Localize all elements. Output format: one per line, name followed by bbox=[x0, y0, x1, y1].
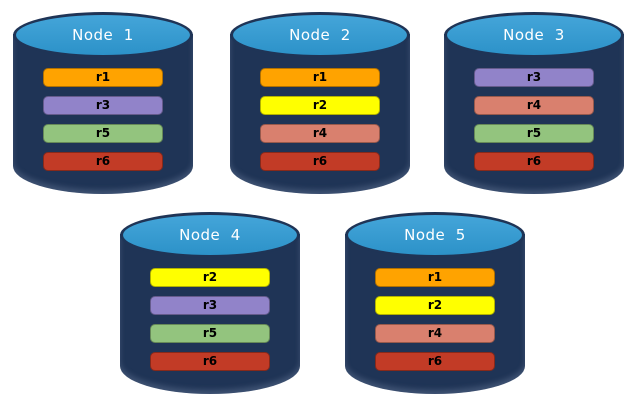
replica-bar: r6 bbox=[43, 152, 163, 171]
cylinder-top: Node 2 bbox=[230, 12, 410, 58]
replica-bar: r6 bbox=[375, 352, 495, 371]
node-title: Node 2 bbox=[289, 26, 351, 44]
replica-bar: r3 bbox=[43, 96, 163, 115]
cylinder-top: Node 5 bbox=[345, 212, 525, 258]
replica-bar: r1 bbox=[260, 68, 380, 87]
replica-bar: r4 bbox=[260, 124, 380, 143]
replica-list: r2 r3 r5 r6 bbox=[150, 268, 270, 371]
node-title: Node 5 bbox=[404, 226, 466, 244]
replica-bar: r4 bbox=[375, 324, 495, 343]
replica-bar: r6 bbox=[150, 352, 270, 371]
node-title: Node 4 bbox=[179, 226, 241, 244]
replica-bar: r5 bbox=[474, 124, 594, 143]
cylinder-top: Node 3 bbox=[444, 12, 624, 58]
replica-bar: r5 bbox=[43, 124, 163, 143]
node-title: Node 3 bbox=[503, 26, 565, 44]
replica-bar: r3 bbox=[150, 296, 270, 315]
replica-bar: r5 bbox=[150, 324, 270, 343]
replica-bar: r2 bbox=[260, 96, 380, 115]
replica-list: r1 r3 r5 r6 bbox=[43, 68, 163, 171]
node-2: Node 2 r1 r2 r4 r6 bbox=[230, 12, 410, 194]
cylinder-top: Node 1 bbox=[13, 12, 193, 58]
node-1: Node 1 r1 r3 r5 r6 bbox=[13, 12, 193, 194]
node-4: Node 4 r2 r3 r5 r6 bbox=[120, 212, 300, 394]
replica-bar: r2 bbox=[375, 296, 495, 315]
node-3: Node 3 r3 r4 r5 r6 bbox=[444, 12, 624, 194]
replica-bar: r4 bbox=[474, 96, 594, 115]
node-title: Node 1 bbox=[72, 26, 134, 44]
replica-bar: r6 bbox=[474, 152, 594, 171]
replica-bar: r1 bbox=[43, 68, 163, 87]
cylinder-top: Node 4 bbox=[120, 212, 300, 258]
node-5: Node 5 r1 r2 r4 r6 bbox=[345, 212, 525, 394]
replica-list: r1 r2 r4 r6 bbox=[260, 68, 380, 171]
replica-bar: r3 bbox=[474, 68, 594, 87]
replica-bar: r2 bbox=[150, 268, 270, 287]
replica-bar: r1 bbox=[375, 268, 495, 287]
replica-list: r1 r2 r4 r6 bbox=[375, 268, 495, 371]
replica-list: r3 r4 r5 r6 bbox=[474, 68, 594, 171]
replica-bar: r6 bbox=[260, 152, 380, 171]
